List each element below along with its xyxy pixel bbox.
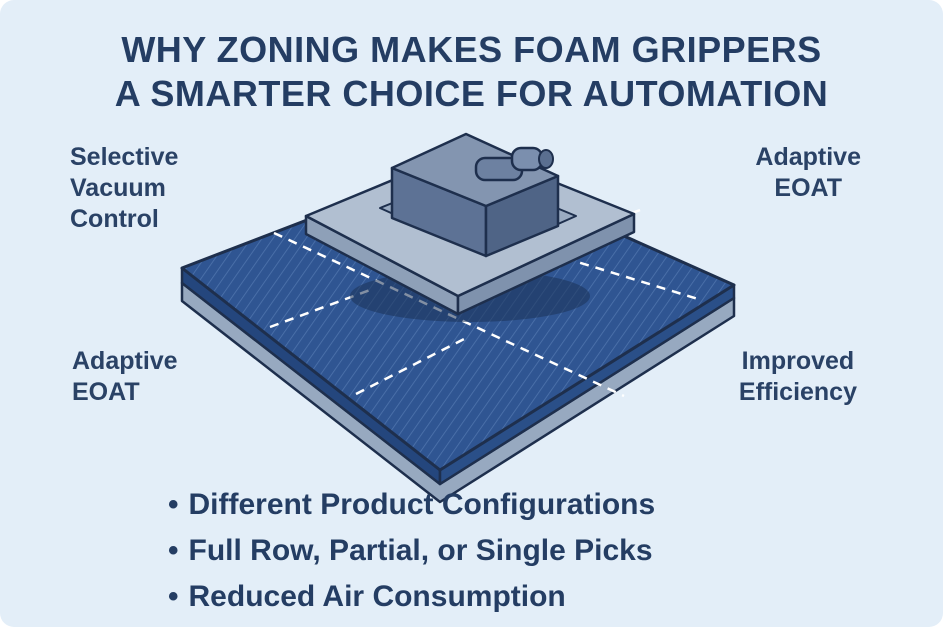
callout-line: Efficiency (738, 378, 857, 406)
vacuum-port-icon (474, 146, 554, 182)
callout-improved-efficiency: Improved Efficiency (739, 346, 857, 408)
title-line-2: A SMARTER CHOICE FOR AUTOMATION (114, 73, 829, 114)
bullet-icon: • (168, 580, 179, 613)
callout-line: Control (70, 205, 159, 233)
callout-adaptive-eoat-top: Adaptive EOAT (755, 142, 861, 204)
bullet-icon: • (168, 488, 179, 521)
page-title: WHY ZONING MAKES FOAM GRIPPERS A SMARTER… (0, 28, 943, 116)
callout-line: EOAT (72, 378, 140, 406)
title-line-1: WHY ZONING MAKES FOAM GRIPPERS (121, 29, 822, 70)
list-item: • Reduced Air Consumption (168, 574, 655, 620)
list-item-text: Full Row, Partial, or Single Picks (188, 534, 653, 567)
list-item: • Full Row, Partial, or Single Picks (168, 528, 655, 574)
list-item-text: Different Product Configurations (188, 488, 656, 521)
callout-line: EOAT (774, 174, 842, 202)
list-item: • Different Product Configurations (168, 482, 655, 528)
benefit-list: • Different Product Configurations • Full … (168, 482, 655, 620)
zone-divider-line (365, 195, 699, 301)
callout-line: Improved (741, 347, 855, 375)
bullet-icon: • (168, 534, 179, 567)
callout-line: Adaptive (72, 347, 178, 375)
vacuum-mount-block (390, 132, 560, 258)
callout-adaptive-eoat-bottom: Adaptive EOAT (72, 346, 178, 408)
list-item-text: Reduced Air Consumption (188, 580, 566, 613)
callout-line: Selective (70, 143, 179, 171)
callout-line: Vacuum (70, 174, 166, 202)
zone-divider-line (355, 334, 471, 396)
callout-selective-vacuum-control: Selective Vacuum Control (70, 142, 178, 235)
callout-line: Adaptive (755, 143, 861, 171)
